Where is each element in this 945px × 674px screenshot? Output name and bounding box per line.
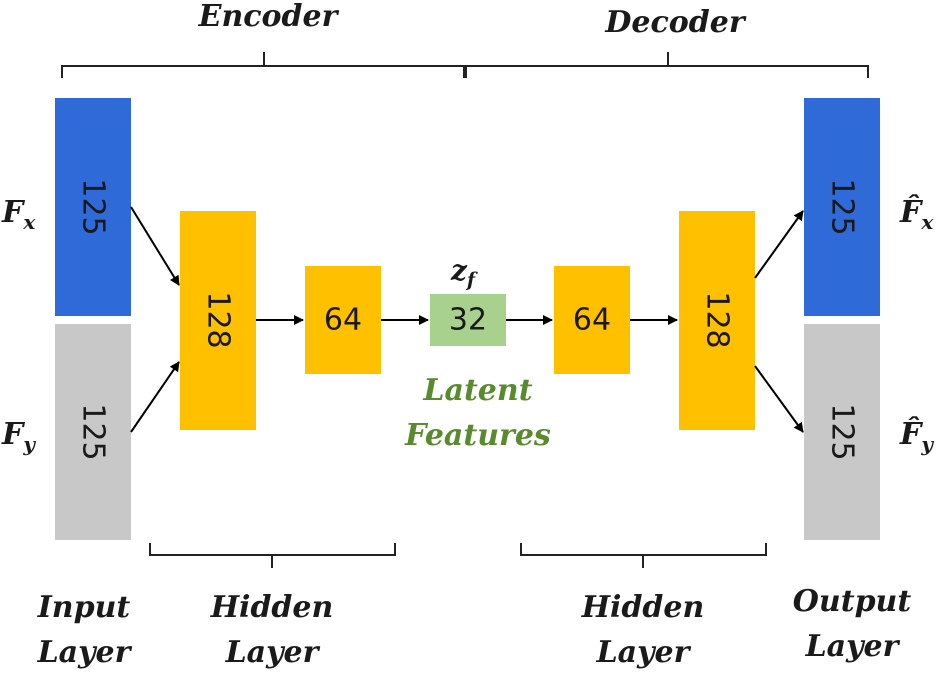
latent-symbol: zf bbox=[450, 254, 478, 291]
fy-hat-symbol: F̂y bbox=[899, 417, 934, 456]
latent-symbol-sub: f bbox=[465, 269, 478, 291]
latent-box bbox=[430, 294, 506, 346]
hidden-encoder-label-line2: Layer bbox=[225, 635, 321, 670]
hidden-decoder-label-line1: Hidden bbox=[581, 590, 705, 625]
fx-hat-symbol-sub: x bbox=[920, 210, 934, 234]
output-layer-label-line2: Layer bbox=[805, 629, 901, 664]
output-x-box bbox=[804, 98, 880, 316]
arrow-input-y-to-hidden bbox=[130, 361, 180, 433]
latent-caption-line2: Features bbox=[404, 418, 551, 453]
output-y-value: 125 bbox=[825, 403, 860, 460]
encoder-hidden-64-value: 64 bbox=[324, 303, 362, 338]
input-x-value: 125 bbox=[76, 178, 111, 235]
input-y-value: 125 bbox=[76, 403, 111, 460]
fy-symbol: Fy bbox=[1, 417, 36, 456]
decoder-hidden-128-box bbox=[679, 211, 755, 430]
hidden-encoder-brace bbox=[149, 543, 396, 568]
encoder-hidden-128-box bbox=[180, 211, 256, 430]
input-y-box bbox=[55, 324, 131, 540]
output-y-box bbox=[804, 324, 880, 540]
decoder-brace bbox=[465, 52, 869, 78]
decoder-title: Decoder bbox=[604, 5, 746, 40]
fx-symbol-base: F bbox=[1, 195, 26, 230]
input-x-box bbox=[55, 98, 131, 316]
fx-hat-symbol: F̂x bbox=[899, 195, 934, 234]
fy-hat-symbol-base: F̂ bbox=[899, 417, 924, 452]
input-layer-label-line2: Layer bbox=[37, 635, 133, 670]
decoder-hidden-64-box bbox=[554, 266, 630, 374]
latent-symbol-base: z bbox=[450, 254, 468, 287]
hidden-encoder-label-line1: Hidden bbox=[210, 590, 334, 625]
output-x-value: 125 bbox=[825, 178, 860, 235]
arrow-hidden-to-output-y bbox=[754, 365, 804, 433]
fy-hat-symbol-sub: y bbox=[920, 432, 934, 456]
latent-value: 32 bbox=[449, 303, 487, 338]
decoder-hidden-64-value: 64 bbox=[573, 303, 611, 338]
decoder-hidden-128-value: 128 bbox=[700, 291, 735, 348]
latent-caption-line1: Latent bbox=[422, 373, 532, 408]
hidden-decoder-label-line2: Layer bbox=[596, 635, 692, 670]
fy-symbol-base: F bbox=[1, 417, 26, 452]
fx-hat-symbol-base: F̂ bbox=[899, 195, 924, 230]
output-layer-label-line1: Output bbox=[793, 584, 912, 619]
hidden-decoder-brace bbox=[520, 543, 767, 568]
encoder-hidden-128-value: 128 bbox=[201, 291, 236, 348]
fx-symbol-sub: x bbox=[22, 210, 36, 234]
input-layer-label-line1: Input bbox=[37, 590, 131, 625]
fx-symbol: Fx bbox=[1, 195, 36, 234]
arrow-input-x-to-hidden bbox=[130, 206, 180, 286]
arrow-hidden-to-output-x bbox=[754, 210, 804, 279]
encoder-brace bbox=[61, 52, 465, 78]
encoder-hidden-64-box bbox=[305, 266, 381, 374]
encoder-title: Encoder bbox=[198, 0, 340, 34]
fy-symbol-sub: y bbox=[22, 432, 36, 456]
